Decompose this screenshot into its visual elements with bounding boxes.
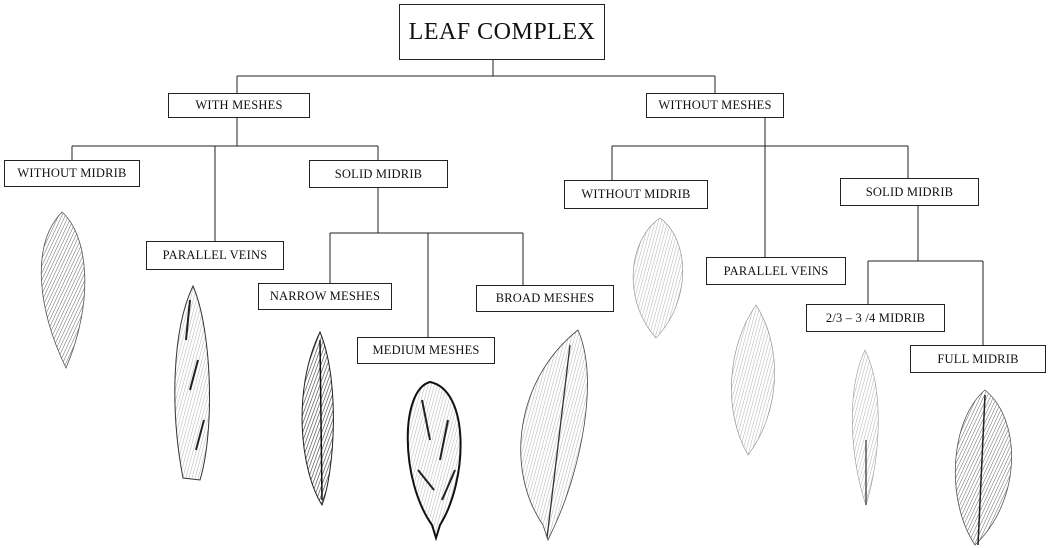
- node-medium-meshes: MEDIUM MESHES: [357, 337, 495, 364]
- node-broad-meshes: BROAD MESHES: [476, 285, 614, 312]
- node-with-meshes-parallel-veins: PARALLEL VEINS: [146, 241, 284, 270]
- node-narrow-meshes: NARROW MESHES: [258, 283, 392, 310]
- leaf-without-meshes-without-midrib: [633, 218, 683, 338]
- node-with-meshes-without-midrib: WITHOUT MIDRIB: [4, 160, 140, 187]
- root-node-leaf-complex: LEAF COMPLEX: [399, 4, 605, 60]
- node-without-meshes-without-midrib: WITHOUT MIDRIB: [564, 180, 708, 209]
- node-partial-midrib: 2/3 – 3 /4 MIDRIB: [806, 304, 945, 332]
- node-without-meshes: WITHOUT MESHES: [646, 93, 784, 118]
- leaf-medium-meshes: [408, 382, 461, 538]
- node-without-meshes-parallel-veins: PARALLEL VEINS: [706, 257, 846, 285]
- node-with-meshes: WITH MESHES: [168, 93, 310, 118]
- node-full-midrib: FULL MIDRIB: [910, 345, 1046, 373]
- leaf-narrow-meshes: [302, 332, 333, 505]
- leaf-without-meshes-parallel-veins: [731, 305, 774, 455]
- node-without-meshes-solid-midrib: SOLID MIDRIB: [840, 178, 979, 206]
- leaf-broad-meshes: [521, 330, 588, 540]
- leaf-with-meshes-without-midrib: [41, 212, 85, 368]
- node-with-meshes-solid-midrib: SOLID MIDRIB: [309, 160, 448, 188]
